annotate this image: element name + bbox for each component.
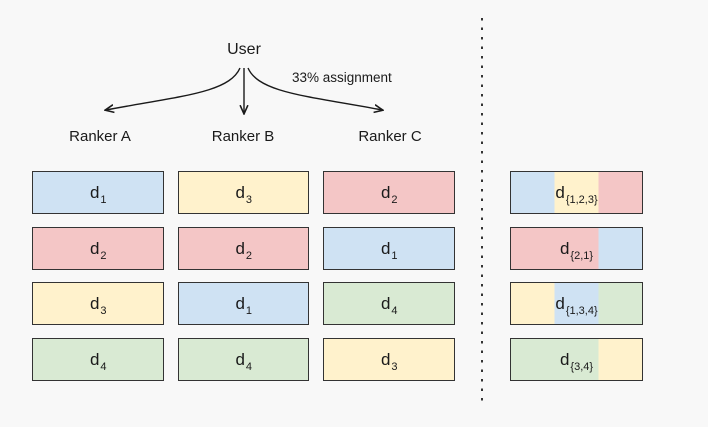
document-label: d2 [380,183,398,206]
document-box: d1 [32,171,164,214]
interleaved-document-box: d{2,1} [509,226,643,270]
document-label: d1 [380,238,398,262]
document-box: d3 [177,171,309,214]
document-label: d1 [89,183,107,206]
user-label: User [227,41,261,58]
document-label: d4 [89,349,107,373]
interleaved-document-box: d{1,3,4} [509,282,643,325]
document-box: d1 [177,282,309,325]
dotted-divider [480,18,483,406]
document-label: d3 [235,183,253,206]
document-label: d{2,1} [559,238,594,262]
document-label: d3 [89,294,107,317]
document-box: d4 [323,282,455,325]
document-box: d1 [323,226,455,270]
ranker-c-label: Ranker C [358,128,422,145]
arrow-to-ranker-a [106,67,241,110]
document-label: d{3,4} [559,349,594,373]
document-label: d1 [235,294,253,317]
document-label: d2 [235,238,253,262]
document-label: d4 [235,349,253,373]
document-label: d2 [89,238,107,262]
assignment-percentage-label: 33% assignment [292,70,392,85]
document-box: d3 [323,337,455,381]
document-label: d3 [380,349,398,373]
document-box: d2 [177,226,309,270]
document-label: d4 [380,294,398,317]
document-label: d{1,2,3} [555,183,598,206]
interleaved-document-box: d{1,2,3} [509,171,643,214]
document-box: d2 [32,226,164,270]
document-box: d3 [32,282,164,325]
document-box: d2 [323,171,455,214]
document-label: d{1,3,4} [555,294,598,317]
document-box: d4 [32,337,164,381]
ranker-b-label: Ranker B [211,128,275,145]
interleaved-document-box: d{3,4} [509,337,643,381]
document-box: d4 [177,337,309,381]
ranker-a-label: Ranker A [69,128,131,145]
